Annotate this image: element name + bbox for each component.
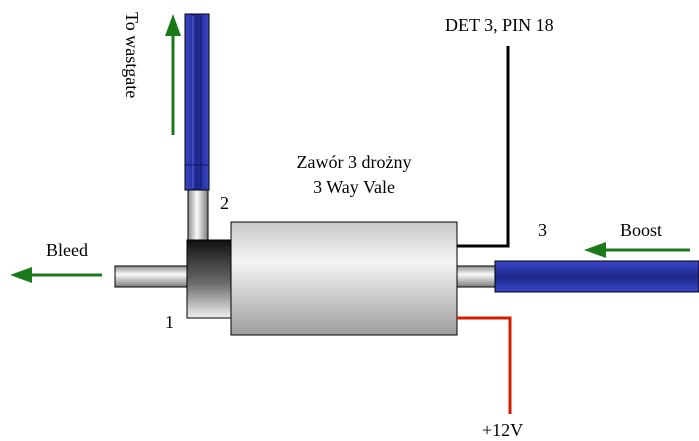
bleed-pipe xyxy=(114,265,191,288)
fitting-block xyxy=(186,239,236,319)
valve-body xyxy=(230,221,458,336)
bleed-label: Bleed xyxy=(46,240,88,260)
power-wire xyxy=(457,316,512,414)
arrow-left-icon xyxy=(10,267,102,283)
boost-label: Boost xyxy=(620,220,662,240)
wastegate-hose xyxy=(184,13,210,191)
signal-wire xyxy=(457,46,510,248)
port-3-label: 3 xyxy=(538,220,547,240)
valve-name-line1: Zawór 3 drożny xyxy=(297,152,412,172)
arrow-left-icon xyxy=(584,242,690,258)
wastegate-label: To wastgate xyxy=(122,12,142,98)
arrow-up-icon xyxy=(165,14,181,135)
wastegate-pipe xyxy=(187,187,209,244)
boost-pipe xyxy=(456,265,498,288)
valve-name-line2: 3 Way Vale xyxy=(313,177,395,197)
port-2-label: 2 xyxy=(220,193,229,213)
port-1-label: 1 xyxy=(165,312,174,332)
det-label: DET 3, PIN 18 xyxy=(445,15,554,35)
voltage-label: +12V xyxy=(482,420,523,440)
boost-hose xyxy=(494,260,699,293)
